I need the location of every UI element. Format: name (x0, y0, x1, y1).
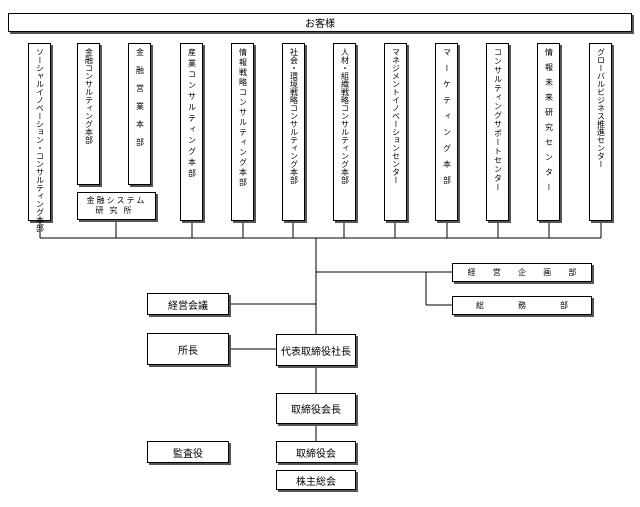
division-label: 金融営業本部 (135, 48, 145, 156)
president-label: 代表取締役社長 (281, 346, 351, 358)
division-label: 金融コンサルティング本部 (84, 48, 94, 144)
division-box-financial-consulting: 金融コンサルティング本部 (77, 43, 100, 185)
corporate-planning-char: 部 (568, 268, 577, 277)
division-label: コンサルティングサポートセンター (493, 48, 503, 192)
shareholders-box: 株主総会 (276, 470, 356, 490)
chairman-label: 取締役会長 (291, 405, 341, 416)
auditor-label: 監査役 (173, 448, 203, 460)
financial-systems-institute-box: 金融システム 研究所 (77, 192, 156, 220)
division-label: マーケティング本部 (442, 48, 452, 192)
general-affairs-char: 務 (518, 301, 526, 310)
division-label: 情報未来研究センター (544, 48, 554, 198)
corporate-planning-char: 企 (517, 268, 526, 277)
director-box: 所長 (147, 333, 229, 365)
division-box-industry-consulting: 産業コンサルティング本部 (180, 43, 203, 221)
general-affairs-char: 部 (560, 301, 568, 310)
division-box-social-innovation: ソーシャルイノベーション・コンサルティング本部 (28, 43, 51, 232)
financial-systems-institute-line1: 金融システム (86, 196, 147, 205)
division-label: マネジメントイノベーションセンター (391, 48, 401, 184)
division-label: グローバルビジネス推進センター (596, 48, 606, 168)
corporate-planning-char: 経 (467, 268, 476, 277)
division-label: 人材・組織戦略コンサルティング本部 (340, 48, 350, 184)
shareholders-label: 株主総会 (296, 476, 336, 488)
general-affairs-char: 総 (476, 301, 484, 310)
director-label: 所長 (178, 345, 198, 357)
division-box-global-business: グローバルビジネス推進センター (589, 43, 612, 221)
division-box-marketing: マーケティング本部 (435, 43, 458, 221)
corporate-planning-char: 営 (492, 268, 501, 277)
division-label: 産業コンサルティング本部 (187, 48, 197, 180)
corporate-planning-box: 経 営 企 画 部 (452, 263, 592, 282)
management-council-box: 経営会議 (147, 293, 229, 315)
division-label: ソーシャルイノベーション・コンサルティング本部 (35, 48, 45, 232)
division-box-management-innovation: マネジメントイノベーションセンター (384, 43, 407, 221)
division-label: 社会・環境戦略コンサルティング本部 (289, 48, 299, 184)
division-label: 情報戦略コンサルティング本部 (238, 48, 248, 188)
division-box-financial-sales: 金融営業本部 (128, 43, 151, 185)
division-box-information-strategy: 情報戦略コンサルティング本部 (231, 43, 254, 221)
division-box-future-research: 情報未来研究センター (537, 43, 560, 221)
president-box: 代表取締役社長 (276, 334, 356, 366)
board-label: 取締役会 (296, 448, 336, 460)
division-box-social-environment: 社会・環境戦略コンサルティング本部 (282, 43, 305, 221)
chairman-box: 取締役会長 (276, 393, 356, 424)
management-council-label: 経営会議 (168, 300, 208, 312)
division-box-human-resources: 人材・組織戦略コンサルティング本部 (333, 43, 356, 221)
general-affairs-box: 総 務 部 (452, 296, 592, 315)
board-box: 取締役会 (276, 441, 356, 463)
auditor-box: 監査役 (147, 441, 229, 463)
corporate-planning-char: 画 (543, 268, 552, 277)
division-box-consulting-support: コンサルティングサポートセンター (486, 43, 509, 221)
customers-box: お客様 (8, 13, 632, 32)
financial-systems-institute-line2: 研究所 (95, 206, 138, 215)
customers-label: お客様 (305, 19, 335, 30)
